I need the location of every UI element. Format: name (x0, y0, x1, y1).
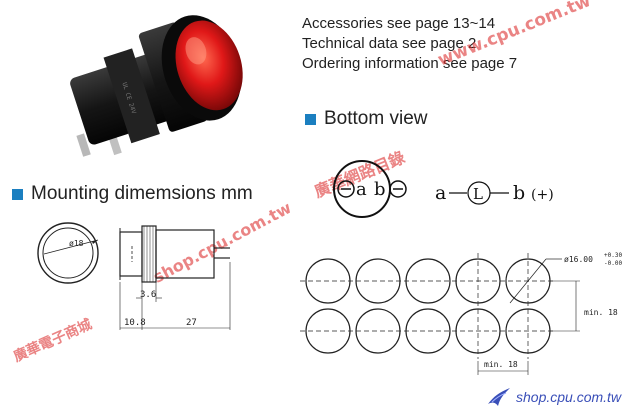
footer-shop-link[interactable]: shop.cpu.com.tw (486, 386, 621, 408)
horizontal-pitch-label: min. 18 (484, 360, 518, 369)
mounting-title: Mounting dimemsions mm (31, 183, 253, 204)
terminal-b-icon (389, 180, 407, 198)
bottom-view-heading: Bottom view (305, 108, 427, 130)
vertical-pitch-label: min. 18 (584, 308, 618, 317)
bird-logo-icon (488, 388, 510, 406)
bottom-view-title: Bottom view (324, 108, 428, 129)
technical-note: Technical data see page 2 (302, 35, 477, 52)
heading-bullet-icon (12, 188, 23, 200)
product-photo: UL CE 24V (70, 15, 243, 157)
symbol-b-label: b (513, 182, 525, 204)
accessories-note: Accessories see page 13~14 (302, 15, 496, 32)
hole-diameter-label: ø16.00 (564, 255, 593, 264)
watermark-chinese-2: 廣華電子商城 (11, 316, 95, 366)
front-dim-label: 10.8 (124, 318, 146, 328)
terminal-a-label: a (356, 179, 367, 200)
terminal-a-icon (337, 180, 355, 198)
reference-notes: Accessories see page 13~14 Technical dat… (302, 14, 517, 74)
lamp-label: L (473, 185, 483, 203)
symbol-plus-label: (+) (531, 187, 554, 203)
body-dim-label: 27 (186, 318, 197, 328)
symbol-a-label: a (435, 182, 446, 204)
diameter-label: ø18 (69, 239, 84, 248)
heading-bullet-icon (305, 113, 316, 125)
front-view-drawing: ø18 (37, 222, 99, 284)
tolerance-minus-label: -0.00 (604, 260, 622, 267)
side-view-drawing: 3.6 10.8 27 (119, 225, 231, 330)
circuit-symbol: a L b (+) (435, 181, 554, 205)
bottom-view-diagram: a b (333, 160, 407, 218)
mounting-heading: Mounting dimemsions mm (12, 183, 253, 205)
panel-cutout-diagram: ø16.00 +0.30 -0.00 min. 18 min. 18 (300, 252, 622, 375)
tolerance-plus-label: +0.30 (604, 252, 622, 259)
thread-dim-label: 3.6 (140, 290, 156, 300)
terminal-b-label: b (374, 179, 386, 200)
ordering-note: Ordering information see page 7 (302, 55, 518, 72)
footer-url: shop.cpu.com.tw (516, 389, 622, 405)
